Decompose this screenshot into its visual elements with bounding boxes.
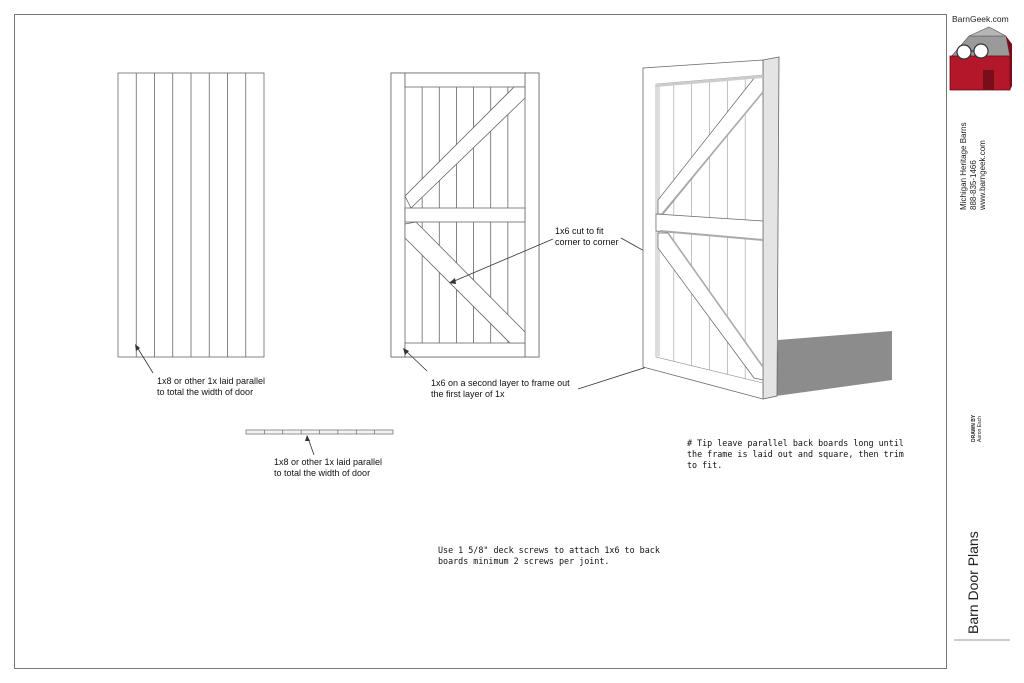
leader-back-boards-arrow bbox=[135, 344, 140, 351]
leader-back-boards bbox=[136, 346, 154, 374]
leader-frame-layer-arrow bbox=[403, 348, 409, 355]
note-screws: Use 1 5/8" deck screws to attach 1x6 to … bbox=[438, 545, 660, 566]
leader-frame-layer bbox=[405, 350, 428, 372]
note-tip: # Tip leave parallel back boards long un… bbox=[687, 438, 904, 470]
door-edge bbox=[762, 56, 780, 400]
framed-door-elevation bbox=[390, 72, 540, 358]
barn-with-glasses-icon bbox=[949, 26, 1012, 91]
contact-block: Michigan Heritage Barns 888-835-1466 www… bbox=[959, 122, 988, 210]
door-shadow bbox=[776, 331, 892, 396]
back-boards-section bbox=[245, 429, 394, 435]
leader-brace-left-arrow bbox=[449, 278, 456, 284]
note-diagonal-brace: 1x6 cut to fit corner to corner bbox=[555, 226, 619, 247]
leader-brace-left bbox=[451, 238, 554, 283]
sheet-title: Barn Door Plans bbox=[965, 531, 981, 634]
door-perspective bbox=[642, 56, 892, 400]
note-back-boards: 1x8 or other 1x laid parallel to total t… bbox=[157, 376, 266, 397]
brand-url: BarnGeek.com bbox=[952, 14, 1009, 24]
leader-frame-layer-right bbox=[577, 365, 651, 390]
drawn-by-block: DRAWN BY Aaron Esch bbox=[971, 415, 983, 442]
contact-phone: 888-835-1466 bbox=[968, 160, 978, 210]
back-boards-elevation bbox=[117, 72, 265, 358]
note-frame-layer: 1x6 on a second layer to frame out the f… bbox=[431, 378, 570, 399]
sheet-border bbox=[14, 14, 947, 669]
drawn-by-name: Aaron Esch bbox=[977, 416, 983, 442]
contact-name: Michigan Heritage Barns bbox=[959, 122, 968, 210]
note-back-boards-section: 1x8 or other 1x laid parallel to total t… bbox=[274, 457, 383, 478]
leader-section-arrow bbox=[305, 435, 310, 441]
contact-website: www.barngeek.com bbox=[978, 140, 987, 210]
